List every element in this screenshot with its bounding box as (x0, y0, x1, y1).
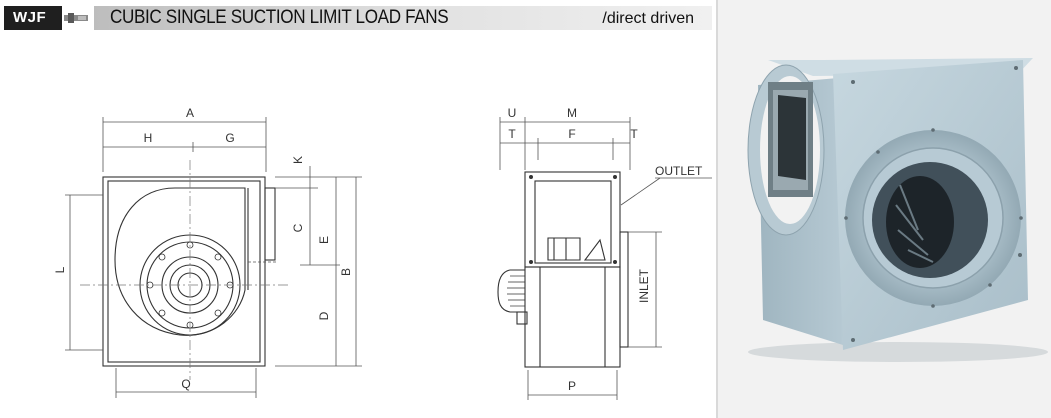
dim-label-p: P (568, 379, 576, 393)
page-title: CUBIC SINGLE SUCTION LIMIT LOAD FANS (110, 7, 449, 28)
dim-label-t-right: T (630, 127, 638, 141)
side-view-drawing: U M T F T OUTLET (497, 106, 712, 400)
dim-label-f: F (568, 127, 575, 141)
model-code-badge: WJF (4, 6, 62, 30)
title-bar: CUBIC SINGLE SUCTION LIMIT LOAD FANS /di… (94, 6, 712, 30)
front-view-drawing: A H G (53, 106, 362, 398)
connector-bar-icon (64, 13, 88, 23)
panel-divider (716, 0, 718, 418)
photo-panel (718, 0, 1051, 418)
centrifugal-fan-photo (747, 58, 1048, 362)
outlet-label: OUTLET (655, 164, 703, 178)
dim-label-b: B (339, 268, 353, 276)
dim-label-g: G (225, 131, 234, 145)
model-code: WJF (13, 9, 47, 26)
inlet-label: INLET (637, 268, 651, 303)
dim-label-c: C (291, 223, 305, 232)
drawing-panel: WJF CUBIC SINGLE SUCTION LIMIT LOAD FANS… (0, 2, 716, 400)
dim-label-e: E (317, 236, 331, 244)
header-bar: WJF CUBIC SINGLE SUCTION LIMIT LOAD FANS… (0, 2, 716, 32)
dim-label-l: L (53, 266, 67, 273)
dim-label-m: M (567, 106, 577, 120)
dim-label-k: K (291, 156, 305, 164)
dim-label-h: H (144, 131, 153, 145)
dim-label-t-left: T (508, 127, 516, 141)
dim-label-a: A (186, 106, 194, 120)
page-subtitle: /direct driven (602, 10, 694, 27)
dim-label-u: U (508, 106, 517, 120)
dim-label-d: D (317, 311, 331, 320)
dim-label-q: Q (181, 377, 190, 391)
